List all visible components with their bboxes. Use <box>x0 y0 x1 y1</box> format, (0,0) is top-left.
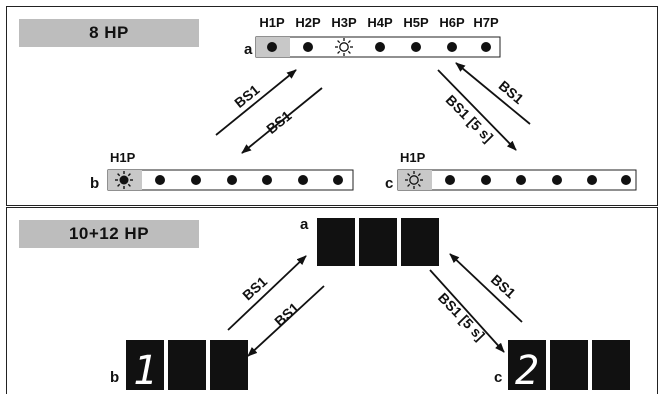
arrow-up-right <box>455 62 531 125</box>
state-label-a: a <box>300 216 309 233</box>
arrow-label-bs1: BS1 <box>496 77 527 107</box>
arrow-down-left <box>241 87 323 154</box>
arrow-label-bs1: BS1 <box>488 271 519 301</box>
display-digit-b: 1 <box>133 348 157 394</box>
arrow-down-right <box>437 69 517 151</box>
display-b: b 1 <box>110 340 248 394</box>
led-h7p <box>481 42 491 52</box>
led-h1p-blinking-icon <box>114 170 134 190</box>
arrows-a-c: BS1 [5 s] BS1 <box>437 62 531 151</box>
h1p-label: H1P <box>400 150 426 165</box>
led-header: H7P <box>473 15 499 30</box>
arrow-down-left <box>247 285 325 357</box>
led-header: H5P <box>403 15 429 30</box>
arrow-up-left <box>227 255 307 331</box>
led-h5p <box>411 42 421 52</box>
section-label-10-12hp: 10+12 HP <box>19 220 199 248</box>
led-h1p-on <box>267 42 277 52</box>
led-strip-a: a <box>244 36 501 58</box>
state-label-a: a <box>244 41 253 58</box>
led-h4p <box>375 42 385 52</box>
arrow-label-bs1: BS1 <box>239 273 270 303</box>
arrow-down-right <box>429 269 505 353</box>
arrow-label-bs1-5s: BS1 [5 s] <box>443 92 497 146</box>
arrow-label-bs1-5s: BS1 [5 s] <box>435 289 488 343</box>
led-header: H2P <box>295 15 321 30</box>
state-label-c: c <box>494 369 502 386</box>
led-headers: H1P H2P H3P H4P H5P H6P H7P <box>259 15 499 30</box>
arrow-up-right <box>449 253 523 323</box>
led-h2p <box>303 42 313 52</box>
arrow-label-bs1: BS1 <box>231 81 262 111</box>
led-header: H4P <box>367 15 393 30</box>
led-header: H1P <box>259 15 285 30</box>
display-digit-c: 2 <box>515 348 539 394</box>
arrow-up-left <box>215 69 297 136</box>
state-label-b: b <box>90 175 99 192</box>
arrows-bottom-a-c: BS1 [5 s] BS1 <box>429 253 523 353</box>
arrows-a-b: BS1 BS1 <box>215 69 323 154</box>
display-c: c 2 <box>494 340 630 394</box>
arrow-label-bs1: BS1 <box>271 299 302 329</box>
led-header: H3P <box>331 15 357 30</box>
h1p-label: H1P <box>110 150 136 165</box>
section-label-8hp: 8 HP <box>19 19 199 47</box>
state-label-c: c <box>385 175 393 192</box>
state-label-b: b <box>110 369 119 386</box>
led-strip-b: H1P b <box>90 150 354 192</box>
led-h6p <box>447 42 457 52</box>
display-a: a <box>300 216 439 266</box>
led-strip-c: H1P c <box>385 150 637 192</box>
led-header: H6P <box>439 15 465 30</box>
